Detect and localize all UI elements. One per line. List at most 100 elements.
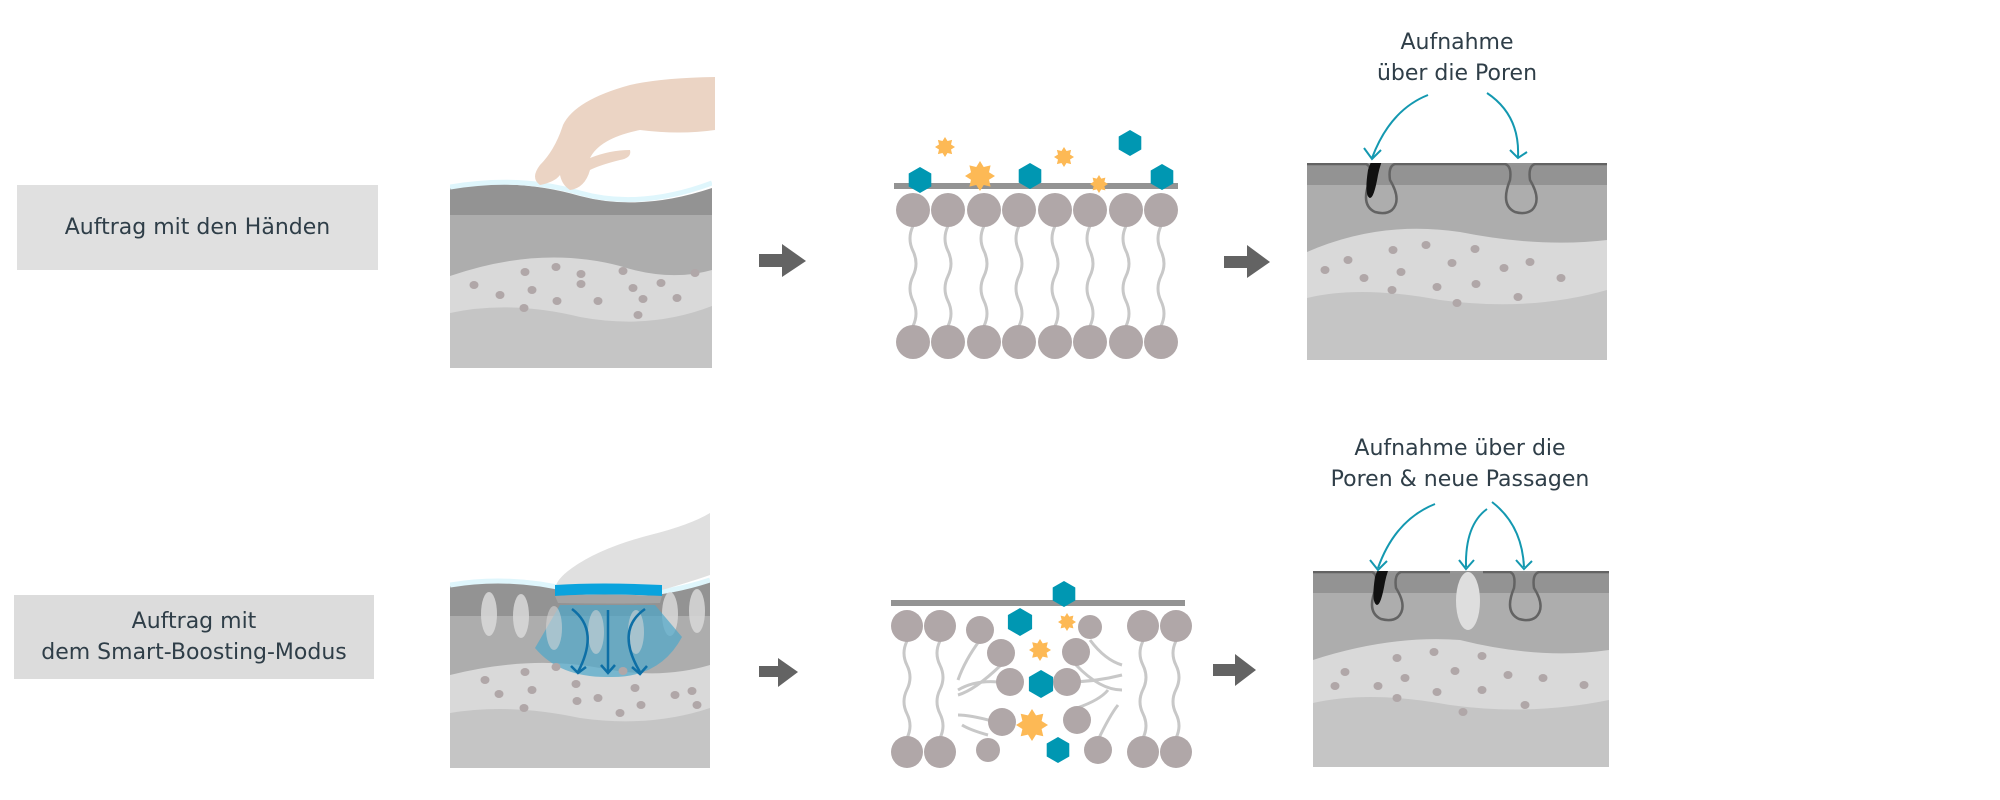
lipid-head [891,736,923,768]
lipid-tail [956,639,982,681]
lipid-bilayer-disrupted [891,581,1192,768]
dermis-dot [480,676,490,684]
dermis-dot [593,694,603,702]
dermis-dot [672,294,682,302]
lipid-head [924,610,956,642]
lipid-head [1073,193,1107,227]
lipid-head [988,708,1016,736]
dermis-dot [520,668,530,676]
dermis-dot [572,697,582,705]
caption-pore-absorption: Aufnahme über die Poren [1307,27,1607,89]
lipid-head [1160,610,1192,642]
dermis-dot [1513,293,1523,301]
star-molecule-icon [1054,147,1074,167]
label-hand-application: Auftrag mit den Händen [17,185,378,270]
dermis-dot [520,268,530,276]
star-molecule-icon [1090,175,1108,193]
dermis-dot [519,304,529,312]
lipid-head [966,616,994,644]
lipid-tail [957,680,999,692]
caption-pore-absorption-line-1: Aufnahme [1400,30,1514,55]
dermis-dot [1330,682,1340,690]
skin-cross-section-pores [1307,163,1607,360]
lipid-head [1002,325,1036,359]
lipid-tail [1085,225,1095,327]
dermis-dot [618,667,628,675]
caption-pore-and-passage-absorption: Aufnahme über die Poren & neue Passagen [1263,433,1657,495]
lipid-tail [1121,225,1131,327]
lipid-head [931,193,965,227]
star-molecule-icon [1058,613,1076,631]
lipid-head [967,193,1001,227]
lipid-head [996,668,1024,696]
dermis-dot [1452,299,1462,307]
right-arrow-icon [1213,654,1256,686]
hexagon-molecule-icon [1028,670,1054,698]
lipid-tail [1088,639,1123,667]
star-molecule-icon [1029,639,1051,661]
caption-passage-line-2: Poren & neue Passagen [1330,467,1590,492]
dermis-dot [692,701,702,709]
lipid-tail [957,713,993,723]
dermis-dot [1520,701,1530,709]
hand-icon [535,77,715,190]
dermis-dot [1471,280,1481,288]
dermis-dot [687,687,697,695]
lipid-tail [1014,225,1024,327]
dermis-dot [593,297,603,305]
dermis-dots-2 [480,663,702,717]
dermis-dot [670,691,680,699]
lipid-head [1063,706,1091,734]
right-arrow-icon [1224,245,1270,278]
lipid-head [1002,193,1036,227]
dermis-dot [1387,286,1397,294]
right-arrow-icon [759,244,806,277]
lipid-tail [1074,663,1123,692]
dermis-dot [630,684,640,692]
dermis-dot [618,267,628,275]
lipid-head [987,639,1015,667]
dermis-dot [552,297,562,305]
dermis-dot [1392,654,1402,662]
lipid-head [1160,736,1192,768]
lipid-head [1109,325,1143,359]
smart-boosting-device-icon [555,513,710,604]
dermis-dot [1421,241,1431,249]
hexagon-molecule-icon [908,167,932,193]
lipid-bilayer-intact [894,130,1178,359]
lipid-head [1078,615,1102,639]
hexagon-molecule-icon [1046,737,1070,763]
lipid-head [1144,325,1178,359]
caption-passage-line-1: Aufnahme über die [1354,436,1566,461]
lipid-tail [1050,225,1060,327]
dermis-dot [1343,256,1353,264]
lipid-head [891,610,923,642]
lipid-tail [1096,704,1120,741]
dermis-dot [1373,682,1383,690]
dermis-dot [636,701,646,709]
dermis-dot [628,284,638,292]
star-molecule-icon [965,161,995,191]
lipid-tail [943,225,953,327]
lipid-head [1084,736,1112,764]
caption-pore-absorption-line-2: über die Poren [1376,61,1538,86]
dermis-dot [1388,246,1398,254]
label-smart-boosting-application: Auftrag mit dem Smart-Boosting-Modus [14,595,374,679]
right-arrow-icon [759,658,798,687]
dermis-dot [551,663,561,671]
passage-arrows [1369,501,1533,572]
dermis-dot [1447,259,1457,267]
lipid-head [1127,736,1159,768]
dermis-dot [1458,708,1468,716]
lipid-tail [1076,689,1110,710]
hexagon-molecule-icon [1150,164,1174,190]
dermis-dots-3 [1320,241,1566,307]
dermis-dot [615,709,625,717]
lipid-tail [935,640,945,739]
lipid-tail [961,723,989,737]
lipid-tail [1171,640,1181,739]
skin-cross-section-passages [1313,571,1609,767]
dermis-dot [690,269,700,277]
lipid-tail [1156,225,1166,327]
dermis-dot [527,286,537,294]
